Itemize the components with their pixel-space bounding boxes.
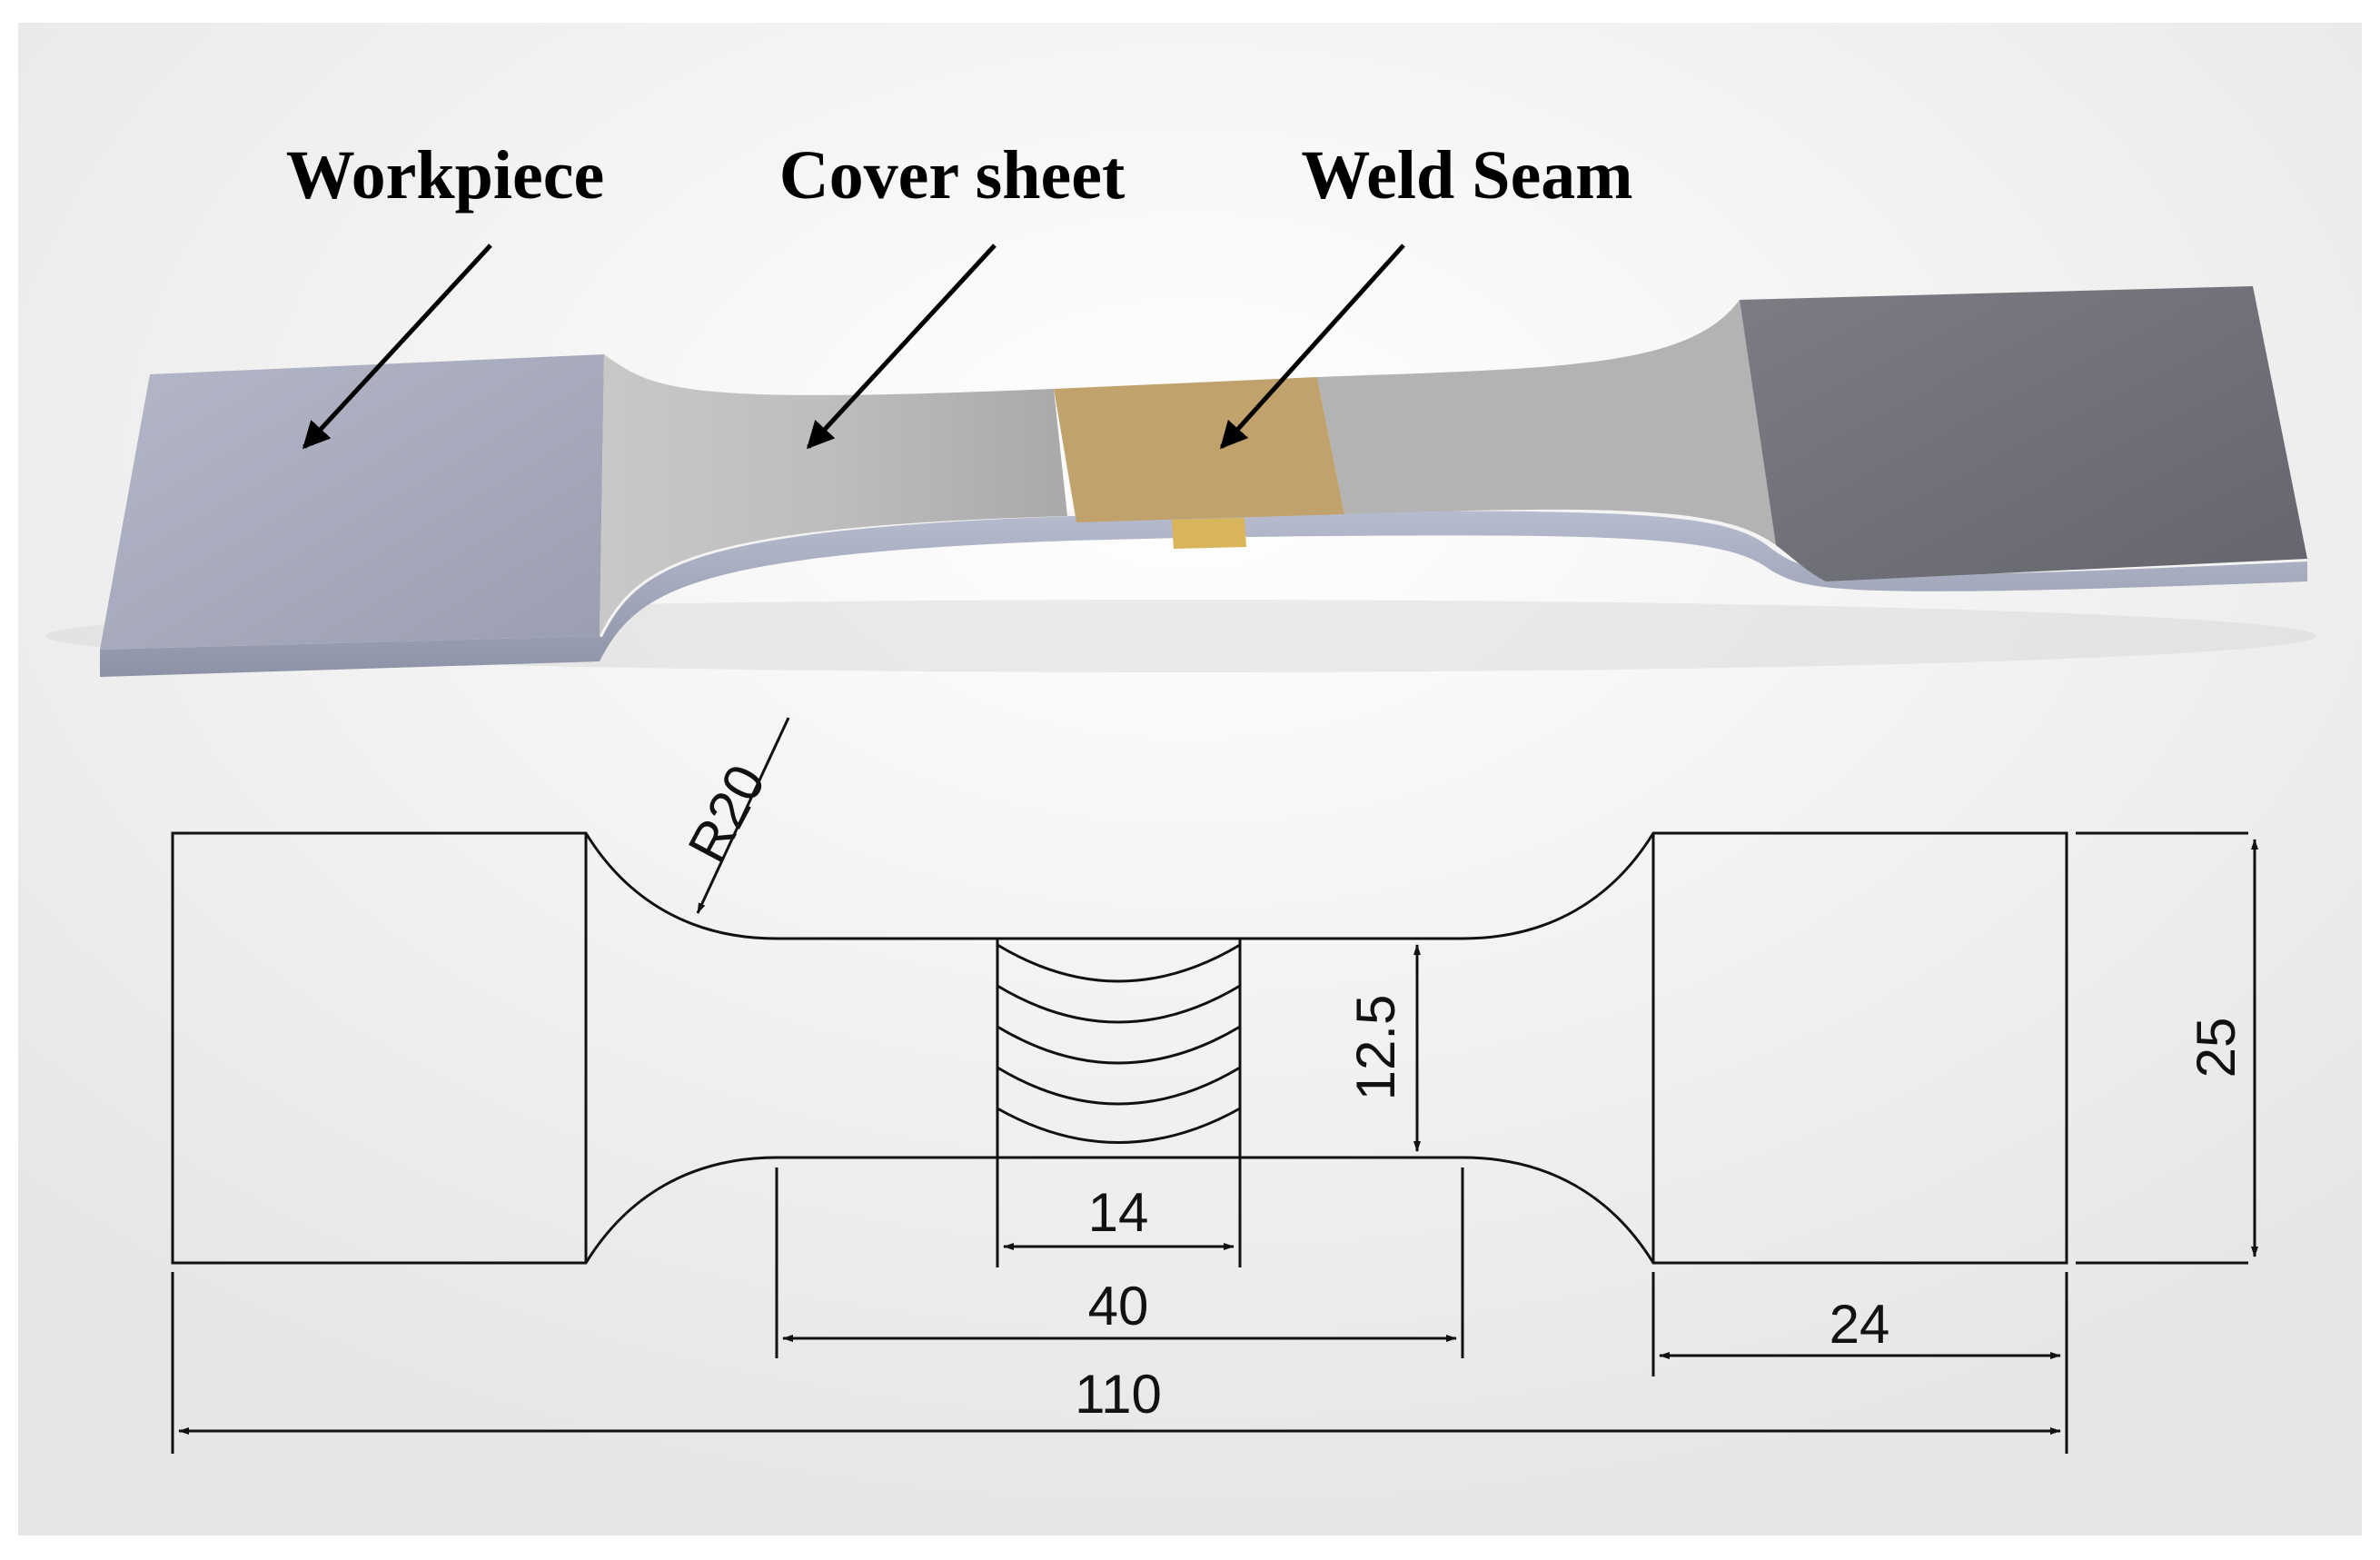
total-length-label: 110 <box>1075 1364 1162 1425</box>
cover-sheet-left <box>600 354 1067 636</box>
specimen-edge <box>100 508 2307 677</box>
cover-sheet-label: Cover sheet <box>779 137 1126 214</box>
weld-ripples <box>997 943 1241 1144</box>
cover-sheet-right <box>1317 300 1776 545</box>
weld-seam-top <box>1054 377 1344 522</box>
gauge-length-label: 40 <box>1088 1276 1149 1336</box>
grip-width-label: 25 <box>2186 1018 2246 1078</box>
weld-seam-arrow <box>1219 243 1405 450</box>
radius-leader <box>696 717 790 914</box>
workpiece-label: Workpiece <box>286 137 604 214</box>
workpiece-grip-right <box>1740 286 2307 581</box>
callouts: Workpiece Cover sheet Weld Seam <box>286 137 1633 450</box>
cover-sheet-arrow <box>806 243 997 450</box>
specimen-outline <box>171 831 2068 1265</box>
grip-length-label: 24 <box>1830 1294 1890 1355</box>
weld-width-label: 14 <box>1088 1182 1149 1243</box>
workpiece-grip-left <box>100 354 604 650</box>
gauge-width-label: 12.5 <box>1345 995 1406 1101</box>
specimen-3d <box>100 286 2308 677</box>
weld-seam-label: Weld Seam <box>1301 137 1632 214</box>
workpiece-arrow <box>302 243 492 450</box>
figure-background <box>18 23 2362 1535</box>
weld-seam-side <box>1172 518 1246 549</box>
